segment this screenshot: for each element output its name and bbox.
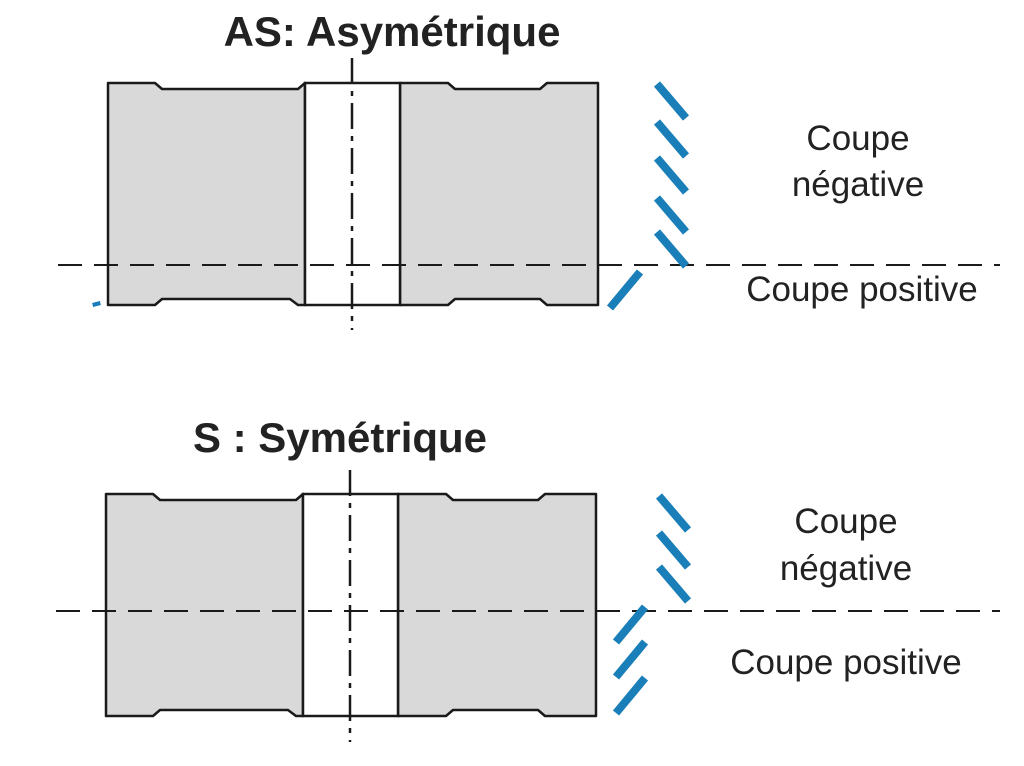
symmetric-positive-label: Coupe positive [730, 643, 962, 682]
symmetric-right-body [396, 492, 598, 718]
asymmetric-title: AS: Asymétrique [224, 8, 561, 55]
asymmetric-negative-hatch [653, 81, 690, 269]
symmetric-diagram: S : Symétrique Coupe négative Coupe posi… [56, 414, 1000, 742]
asymmetric-positive-hatch [92, 269, 644, 311]
asymmetric-negative-label-line1: Coupe [806, 119, 909, 158]
asymmetric-diagram: AS: Asymétrique Coupe négative Coupe pos… [58, 8, 1000, 330]
asymmetric-positive-label: Coupe positive [746, 270, 978, 309]
symmetric-positive-hatch [612, 604, 649, 716]
asymmetric-left-body [106, 81, 307, 307]
symmetric-negative-label-line1: Coupe [794, 502, 897, 541]
asymmetric-right-body [398, 81, 600, 307]
symmetric-title: S : Symétrique [193, 414, 487, 461]
symmetric-left-body [104, 492, 305, 718]
symmetric-negative-hatch [655, 493, 692, 604]
asymmetric-negative-label-line2: négative [792, 165, 924, 204]
symmetric-negative-label-line2: négative [780, 549, 912, 588]
